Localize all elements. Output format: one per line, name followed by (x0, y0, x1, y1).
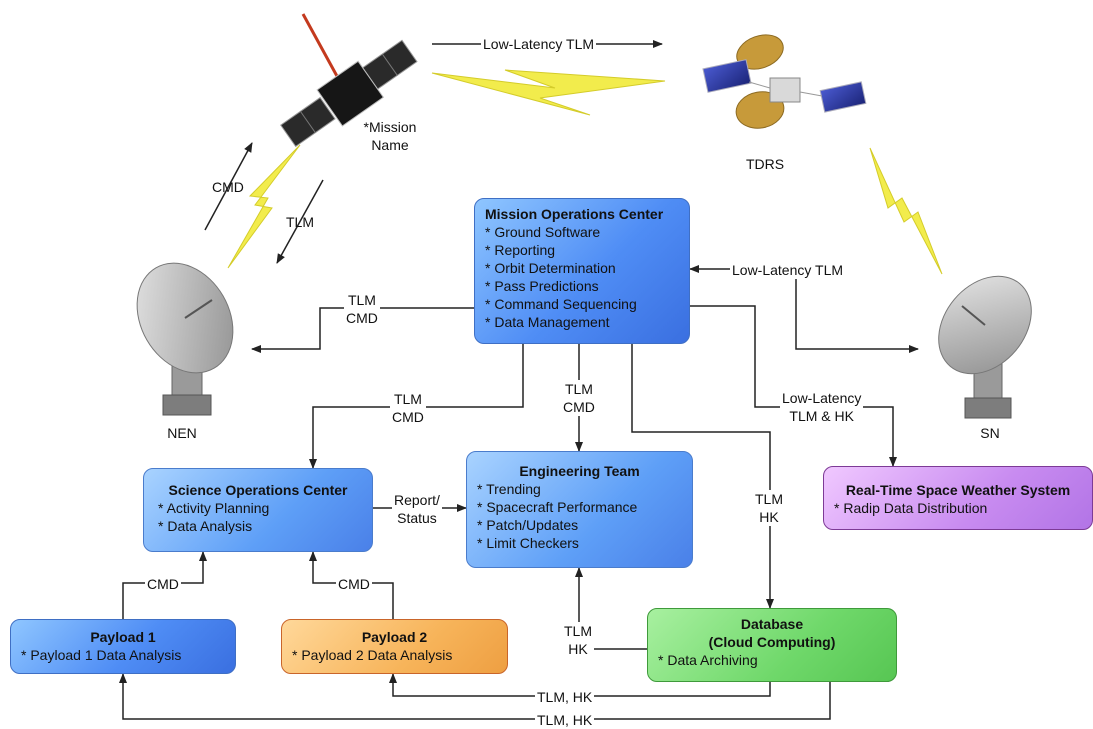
nen-dish-icon (136, 262, 234, 416)
eng-item: * Trending (477, 481, 541, 497)
lightning-bolt-sn (869, 147, 943, 275)
lightning-bolt-top (431, 69, 666, 116)
moc-title: Mission Operations Center (485, 206, 664, 222)
arrow-tlm-down (276, 179, 324, 264)
arrow-nen-moc (251, 304, 483, 353)
rtsw-item: * Radip Data Distribution (834, 500, 988, 516)
moc-soc-label: TLM CMD (390, 390, 426, 426)
top-low-latency-label: Low-Latency TLM (481, 35, 597, 53)
lightning-bolt-nen (227, 144, 301, 269)
database-box: Database (Cloud Computing) * Data Archiv… (647, 608, 897, 682)
rtsw-title: Real-Time Space Weather System (845, 482, 1071, 498)
db-p1-label: TLM, HK (535, 711, 595, 729)
payload1-title: Payload 1 (90, 629, 156, 645)
payload-1-box: Payload 1 * Payload 1 Data Analysis (10, 619, 236, 674)
p1-soc-label: CMD (145, 575, 181, 593)
arrow-cmd-up (204, 142, 253, 231)
moc-db-label: TLM HK (753, 490, 785, 526)
payload1-item: * Payload 1 Data Analysis (21, 647, 182, 663)
connectors (119, 40, 919, 720)
payload2-title: Payload 2 (361, 629, 428, 645)
moc-eng-label: TLM CMD (561, 380, 597, 416)
soc-item: * Activity Planning (158, 500, 270, 516)
cmd-up-label: CMD (212, 179, 244, 195)
moc-item: * Reporting (485, 242, 556, 258)
eng-item: * Limit Checkers (477, 535, 579, 551)
moc-item: * Orbit Determination (485, 260, 616, 276)
eng-title: Engineering Team (519, 463, 640, 479)
moc-item: * Ground Software (485, 224, 601, 240)
moc-item: * Pass Predictions (485, 278, 599, 294)
p2-soc-label: CMD (336, 575, 372, 593)
nen-moc-label: TLM CMD (344, 291, 380, 327)
mission-operations-center-box: Mission Operations Center * Ground Softw… (474, 198, 690, 344)
soc-item: * Data Analysis (158, 518, 253, 534)
sn-moc-label: Low-Latency TLM (730, 261, 846, 279)
moc-item: * Data Management (485, 314, 610, 330)
tdrs-satellite-icon (702, 34, 867, 129)
payload2-item: * Payload 2 Data Analysis (292, 647, 453, 663)
db-eng-label: TLM HK (562, 622, 594, 658)
engineering-team-box: Engineering Team * Trending * Spacecraft… (466, 451, 693, 568)
sn-label: SN (980, 425, 1000, 441)
soc-title: Science Operations Center (168, 482, 348, 498)
tdrs-label: TDRS (745, 156, 785, 172)
tlm-down-label: TLM (286, 214, 314, 230)
eng-item: * Patch/Updates (477, 517, 579, 533)
spacecraft-icon (280, 13, 418, 148)
moc-rtsw-label: Low-Latency TLM & HK (780, 389, 864, 425)
sn-dish-icon (938, 275, 1032, 419)
science-operations-center-box: Science Operations Center * Activity Pla… (143, 468, 373, 552)
soc-eng-label: Report/ Status (392, 491, 442, 527)
moc-item: * Command Sequencing (485, 296, 637, 312)
database-title: Database (Cloud Computing) (708, 616, 836, 650)
arrow-db-p1 (119, 673, 831, 720)
spacecraft-label: *Mission Name (363, 119, 417, 153)
nen-label: NEN (167, 425, 197, 441)
database-item: * Data Archiving (658, 652, 758, 668)
line-sn-moc (795, 269, 919, 353)
payload-2-box: Payload 2 * Payload 2 Data Analysis (281, 619, 508, 674)
db-p2-label: TLM, HK (535, 688, 595, 706)
eng-item: * Spacecraft Performance (477, 499, 638, 515)
arrow-moc-rtsw (690, 305, 897, 467)
real-time-space-weather-box: Real-Time Space Weather System * Radip D… (823, 466, 1093, 530)
